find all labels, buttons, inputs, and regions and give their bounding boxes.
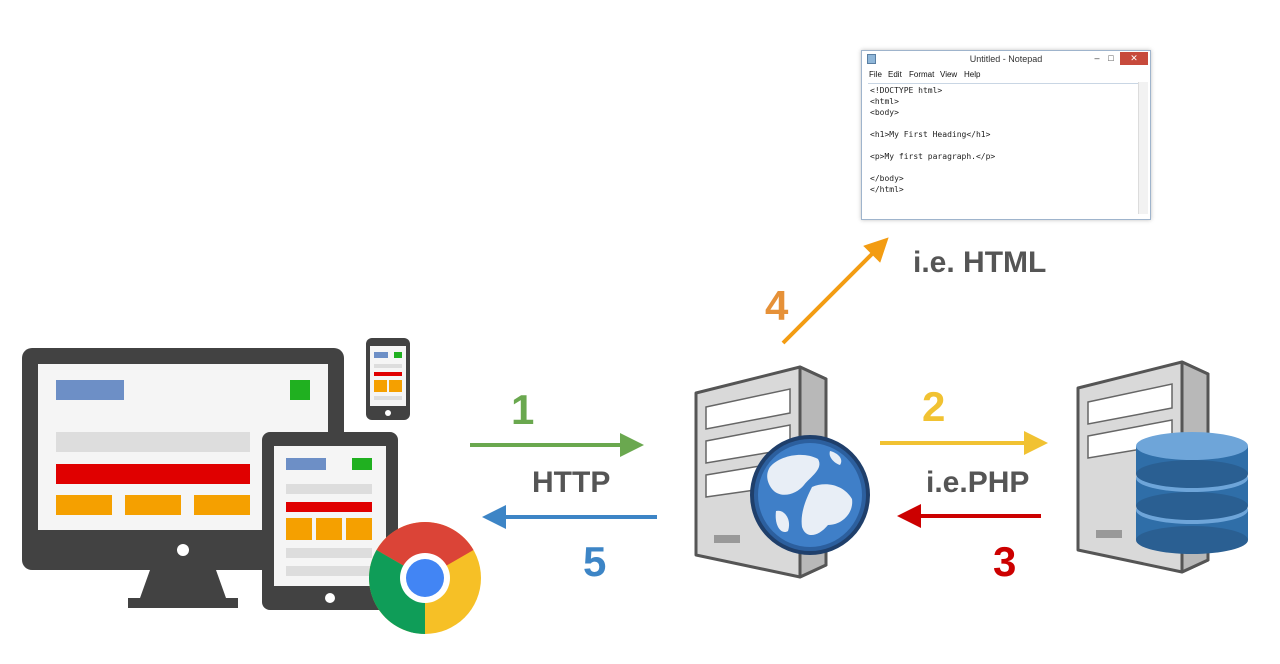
maximize-button[interactable]: □ (1108, 53, 1114, 63)
web-server-icon (694, 365, 870, 579)
code-line: <p>My first paragraph.</p> (870, 152, 996, 161)
menu-file[interactable]: File (869, 70, 882, 79)
client-devices-illustration (22, 338, 481, 634)
notepad-app-icon (867, 54, 876, 64)
code-line: <h1>My First Heading</h1> (870, 130, 991, 139)
step-5-label: 5 (583, 538, 607, 585)
code-line: </body> (870, 174, 904, 183)
http-label: HTTP (532, 466, 611, 499)
php-label: i.e.PHP (926, 466, 1030, 499)
notepad-menu-bar: File Edit Format View Help (862, 68, 1150, 80)
menu-format[interactable]: Format (909, 70, 935, 79)
menu-edit[interactable]: Edit (888, 70, 902, 79)
smartphone-icon (366, 338, 410, 420)
notepad-title: Untitled - Notepad (969, 54, 1043, 64)
notepad-text-area[interactable]: <!DOCTYPE html> <html> <body> <h1>My Fir… (868, 83, 1138, 214)
code-line: </html> (870, 185, 904, 194)
step-1-label: 1 (511, 386, 535, 433)
menu-view[interactable]: View (940, 70, 958, 79)
menu-help[interactable]: Help (964, 70, 981, 79)
notepad-title-bar: Untitled - Notepad – □ ✕ (862, 51, 1150, 67)
arrow-step-4-to-html (781, 237, 889, 345)
minimize-button[interactable]: – (1094, 53, 1100, 63)
database-server-icon (1076, 360, 1248, 574)
tablet-icon (262, 432, 398, 610)
code-line: <body> (870, 108, 899, 117)
notepad-window: Untitled - Notepad – □ ✕ File Edit Forma… (861, 50, 1151, 220)
code-line: <!DOCTYPE html> (870, 86, 943, 95)
step-4-label: 4 (765, 282, 789, 329)
database-cylinder-icon (1136, 432, 1248, 554)
code-line: <html> (870, 97, 899, 106)
step-3-label: 3 (993, 538, 1017, 585)
chrome-browser-icon (368, 521, 481, 634)
close-button[interactable]: ✕ (1120, 52, 1148, 65)
step-2-label: 2 (922, 383, 946, 430)
html-label: i.e. HTML (913, 246, 1047, 279)
notepad-scrollbar[interactable] (1138, 82, 1148, 214)
